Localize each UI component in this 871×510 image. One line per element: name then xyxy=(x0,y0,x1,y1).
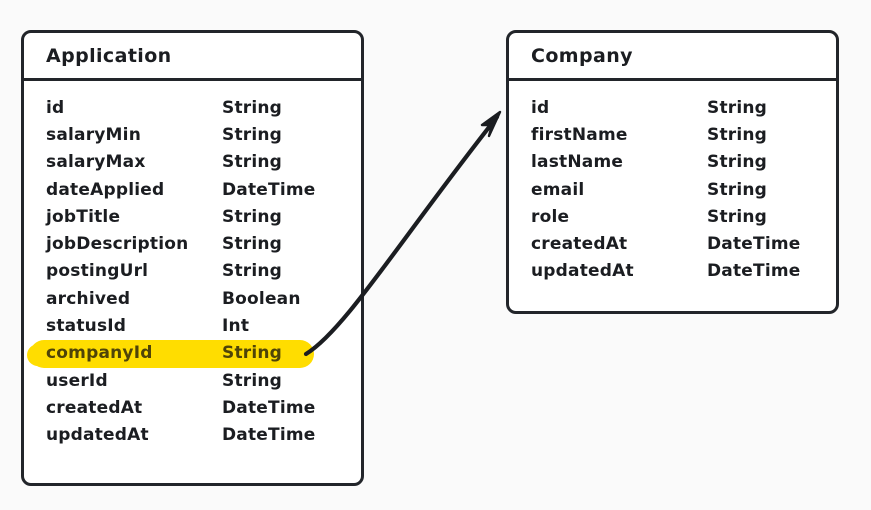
field-name: createdAt xyxy=(46,397,143,418)
entity-box-application[interactable]: Application id String salaryMin String s… xyxy=(21,30,364,486)
field-type: DateTime xyxy=(222,425,316,446)
field-name: id xyxy=(531,97,550,118)
field-row[interactable]: archived Boolean xyxy=(24,285,361,312)
field-name: archived xyxy=(46,288,131,309)
field-type: String xyxy=(222,206,283,227)
relationship-arrow-head xyxy=(480,110,502,138)
marker-highlight xyxy=(30,339,314,368)
field-type: Boolean xyxy=(222,288,301,309)
field-row[interactable]: id String xyxy=(509,94,836,121)
field-type: String xyxy=(707,206,768,227)
field-row[interactable]: firstName String xyxy=(509,121,836,148)
field-row[interactable]: jobTitle String xyxy=(24,203,361,230)
field-name: statusId xyxy=(46,316,127,337)
field-row[interactable]: id String xyxy=(24,94,361,121)
field-type: DateTime xyxy=(222,397,316,418)
entity-header-application: Application xyxy=(24,33,361,81)
field-name: companyId xyxy=(46,343,153,364)
field-name: postingUrl xyxy=(46,261,149,282)
field-row[interactable]: createdAt DateTime xyxy=(24,394,361,421)
field-row[interactable]: updatedAt DateTime xyxy=(24,422,361,449)
field-name: email xyxy=(531,179,585,200)
entity-title: Company xyxy=(531,44,633,67)
field-name: lastName xyxy=(531,152,624,173)
field-row[interactable]: email String xyxy=(509,176,836,203)
field-row[interactable]: dateApplied DateTime xyxy=(24,176,361,203)
field-row[interactable]: salaryMin String xyxy=(24,121,361,148)
field-row[interactable]: salaryMax String xyxy=(24,149,361,176)
entity-header-company: Company xyxy=(509,33,836,81)
field-type: String xyxy=(222,261,283,282)
field-row[interactable]: postingUrl String xyxy=(24,258,361,285)
field-name: dateApplied xyxy=(46,179,165,200)
field-name: salaryMin xyxy=(46,124,142,145)
field-row[interactable]: updatedAt DateTime xyxy=(509,258,836,285)
field-row[interactable]: jobDescription String xyxy=(24,230,361,257)
field-row[interactable]: role String xyxy=(509,203,836,230)
field-name: role xyxy=(531,206,570,227)
field-name: createdAt xyxy=(531,234,628,255)
entity-box-company[interactable]: Company id String firstName String lastN… xyxy=(506,30,839,314)
field-row[interactable]: createdAt DateTime xyxy=(509,230,836,257)
field-type: DateTime xyxy=(707,261,801,282)
field-row[interactable]: lastName String xyxy=(509,149,836,176)
entity-title: Application xyxy=(46,44,172,67)
field-type: DateTime xyxy=(707,234,801,255)
field-type: Int xyxy=(222,316,250,337)
field-name: updatedAt xyxy=(531,261,634,282)
field-type: String xyxy=(707,179,768,200)
field-name: salaryMax xyxy=(46,152,146,173)
entity-field-list-company: id String firstName String lastName Stri… xyxy=(509,81,836,285)
field-name: jobTitle xyxy=(46,206,121,227)
field-name: id xyxy=(46,97,65,118)
field-row-highlighted-companyid[interactable]: companyId String xyxy=(24,339,361,368)
field-row[interactable]: userId String xyxy=(24,367,361,394)
field-type: String xyxy=(222,343,283,364)
field-name: firstName xyxy=(531,124,628,145)
field-type: String xyxy=(222,234,283,255)
field-type: String xyxy=(707,97,768,118)
field-type: String xyxy=(707,152,768,173)
field-type: String xyxy=(222,97,283,118)
field-row[interactable]: statusId Int xyxy=(24,312,361,339)
field-type: String xyxy=(707,124,768,145)
field-type: DateTime xyxy=(222,179,316,200)
field-name: updatedAt xyxy=(46,425,149,446)
field-type: String xyxy=(222,370,283,391)
field-type: String xyxy=(222,124,283,145)
field-name: jobDescription xyxy=(46,234,189,255)
field-name: userId xyxy=(46,370,108,391)
entity-field-list-application: id String salaryMin String salaryMax Str… xyxy=(24,81,361,449)
field-type: String xyxy=(222,152,283,173)
